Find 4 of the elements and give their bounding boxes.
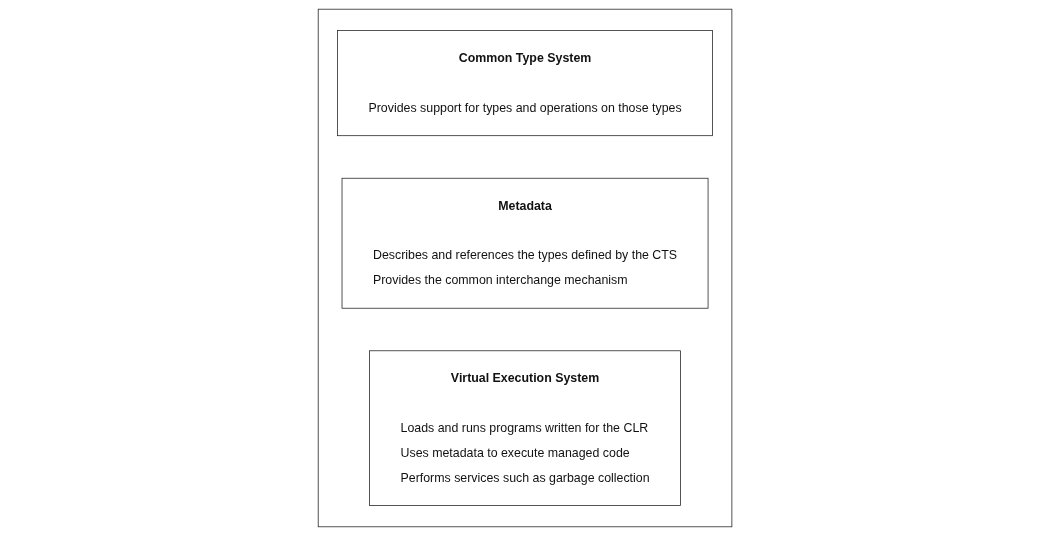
node-box: Virtual Execution System Loads and runs programs written for the CLR Uses metadata to execute managed code Performs services such as garbage collection [369, 350, 682, 506]
cluster [318, 8, 733, 528]
node-box: Metadata Describes and references the types defined by the CTS Provides the common interchange mechanism [342, 177, 709, 309]
node-box: Common Type System Provides support for types and operations on those types [337, 30, 714, 137]
